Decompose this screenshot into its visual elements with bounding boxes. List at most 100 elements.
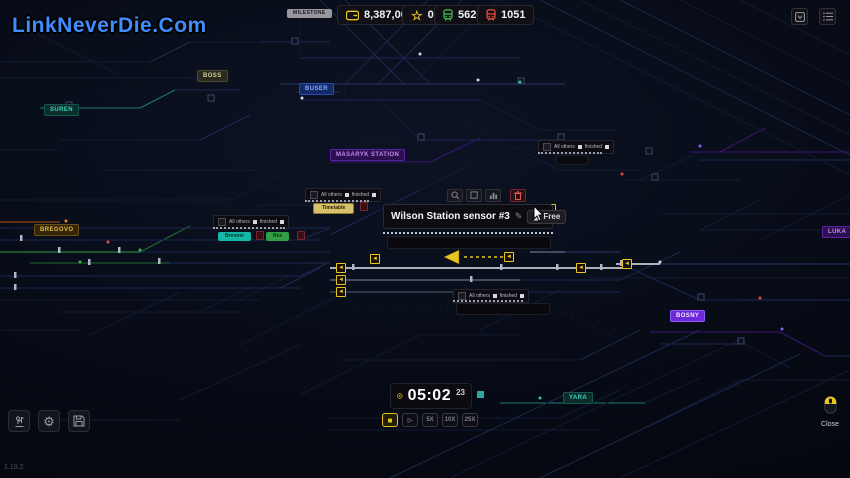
route-direction-signal[interactable] bbox=[443, 249, 460, 265]
station-label-bosny[interactable]: Bosny bbox=[670, 310, 706, 322]
tooltip-text: finished bbox=[351, 191, 370, 198]
sensor-marker[interactable]: ◄ bbox=[504, 252, 514, 262]
station-label-suren[interactable]: Suren bbox=[44, 104, 80, 116]
delete-slot-button[interactable] bbox=[256, 231, 264, 240]
trash-icon bbox=[514, 191, 522, 200]
tooltip-connector bbox=[453, 300, 523, 302]
sensor-slot-input[interactable] bbox=[387, 236, 551, 249]
station-label-boss[interactable]: Boss bbox=[197, 70, 228, 82]
contract-icon bbox=[543, 143, 551, 151]
list-icon bbox=[822, 12, 833, 21]
play-icon: ▷ bbox=[407, 417, 413, 424]
close-hint[interactable]: Close bbox=[812, 396, 848, 428]
speed-5x-button[interactable]: 5X bbox=[422, 413, 438, 427]
color-swatch bbox=[577, 145, 582, 149]
station-label-luka[interactable]: Luka bbox=[822, 226, 850, 238]
contract-tooltip: All others finished bbox=[453, 289, 530, 303]
station-label-buser[interactable]: Buser bbox=[299, 83, 335, 95]
delete-slot-button[interactable] bbox=[297, 231, 305, 240]
train-tag-brenner[interactable]: Brenner bbox=[218, 232, 252, 241]
watermark: LinkNeverDie.Com bbox=[12, 14, 207, 37]
speed-controls: ■ ▷ 5X 10X 25X bbox=[382, 413, 478, 427]
sensor-popup-title: Wilson Station sensor #3 bbox=[391, 211, 510, 222]
star-icon: ☆ bbox=[411, 7, 423, 23]
trains-rejected-counter: 1051 bbox=[477, 5, 535, 25]
pause-icon: ■ bbox=[387, 415, 393, 425]
money-value: 8,387,009 bbox=[364, 9, 413, 21]
settings-button[interactable]: ⚙ bbox=[38, 410, 60, 432]
tooltip-text: finished bbox=[584, 143, 603, 150]
contract-icon bbox=[218, 218, 226, 226]
color-swatch bbox=[252, 220, 257, 224]
speed-25x-button[interactable]: 25X bbox=[462, 413, 478, 427]
pause-button[interactable]: ■ bbox=[382, 413, 398, 427]
sensor-marker[interactable]: ◄ bbox=[576, 263, 586, 273]
clock-time: 05:02 bbox=[407, 387, 452, 404]
contract-icon bbox=[310, 191, 318, 199]
sensor-marker[interactable]: ◄ bbox=[336, 263, 346, 273]
mouse-icon bbox=[823, 396, 837, 414]
bar-chart-icon bbox=[489, 192, 497, 200]
free-badge-label: Free bbox=[543, 211, 561, 221]
contract-icon bbox=[458, 292, 466, 300]
delete-slot-button[interactable] bbox=[360, 202, 368, 211]
delete-button[interactable] bbox=[510, 189, 526, 202]
stats-button[interactable] bbox=[485, 189, 501, 202]
color-swatch bbox=[520, 294, 525, 298]
sensor-popup: Wilson Station sensor #3 ✎ Free bbox=[383, 204, 567, 229]
magnifier-icon bbox=[450, 191, 459, 200]
color-swatch bbox=[492, 294, 497, 298]
clock-icon bbox=[397, 393, 403, 399]
close-hint-label: Close bbox=[821, 421, 839, 428]
color-swatch bbox=[605, 145, 610, 149]
mouse-cursor bbox=[533, 206, 545, 222]
tooltip-text: finished bbox=[499, 292, 518, 299]
copy-button[interactable] bbox=[466, 189, 482, 202]
play-button[interactable]: ▷ bbox=[402, 413, 418, 427]
color-swatch bbox=[280, 220, 285, 224]
wallet-icon bbox=[346, 10, 359, 20]
build-menu-button[interactable] bbox=[8, 410, 30, 432]
station-label-yara[interactable]: Yara bbox=[563, 392, 594, 404]
timetable-button[interactable]: Timetable bbox=[313, 203, 355, 214]
points-value: 0 bbox=[427, 9, 434, 21]
route-list-button[interactable] bbox=[819, 8, 836, 25]
milestone-label[interactable]: Milestone bbox=[287, 9, 332, 18]
sensor-marker[interactable]: ◄ bbox=[622, 259, 632, 269]
version-text: 1.19.2 bbox=[4, 464, 24, 471]
color-swatch bbox=[372, 193, 377, 197]
train-green-icon bbox=[443, 9, 453, 21]
copy-icon bbox=[469, 191, 478, 199]
station-label-bregovo[interactable]: Bregovo bbox=[34, 224, 80, 236]
tooltip-text: All others bbox=[321, 191, 342, 198]
game-clock: 05:02 23 bbox=[390, 383, 472, 409]
popup-connector bbox=[383, 232, 553, 234]
clock-seconds: 23 bbox=[456, 388, 465, 397]
versions-button[interactable] bbox=[791, 8, 808, 25]
tooltip-text: All others bbox=[554, 143, 575, 150]
empty-slot[interactable] bbox=[456, 303, 550, 315]
train-indicator[interactable] bbox=[477, 391, 484, 398]
sensor-toolbar bbox=[447, 189, 526, 202]
inspect-button[interactable] bbox=[447, 189, 463, 202]
edit-icon[interactable]: ✎ bbox=[514, 211, 523, 221]
empty-slot[interactable] bbox=[556, 155, 588, 165]
train-tag-rex[interactable]: Rex bbox=[266, 232, 290, 241]
tooltip-text: All others bbox=[229, 218, 250, 225]
color-swatch bbox=[344, 193, 349, 197]
station-label-masaryk[interactable]: Masaryk Station bbox=[330, 149, 406, 161]
trains-accepted-value: 5626 bbox=[458, 9, 483, 21]
tooltip-text: All others bbox=[469, 292, 490, 299]
worker-icon bbox=[15, 415, 24, 427]
tooltip-connector bbox=[305, 200, 369, 202]
floppy-icon bbox=[73, 415, 85, 427]
sensor-marker[interactable]: ◄ bbox=[336, 287, 346, 297]
save-button[interactable] bbox=[68, 410, 90, 432]
sensor-marker[interactable]: ◄ bbox=[370, 254, 380, 264]
tooltip-connector bbox=[538, 152, 602, 154]
speed-10x-button[interactable]: 10X bbox=[442, 413, 458, 427]
sensor-marker[interactable]: ◄ bbox=[336, 275, 346, 285]
money-counter: 8,387,009 bbox=[337, 5, 422, 25]
